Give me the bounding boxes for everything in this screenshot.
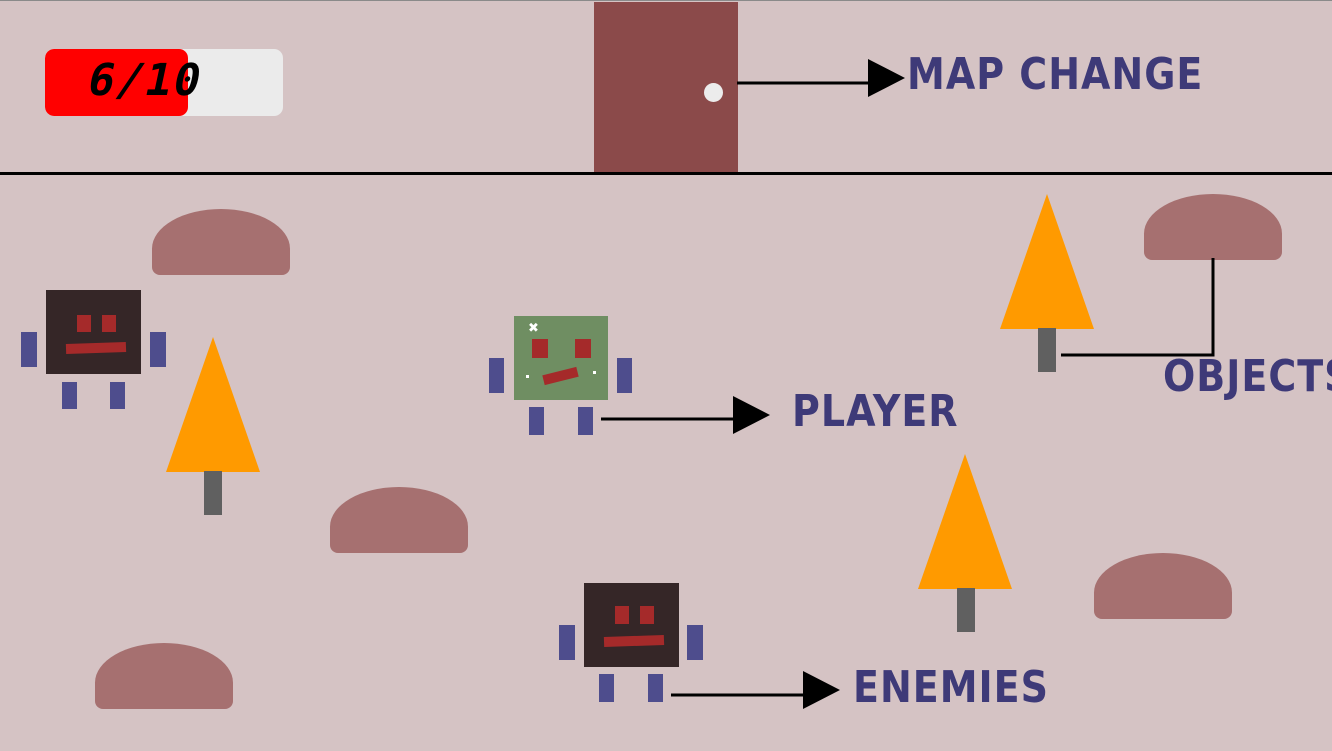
hud-divider: [0, 172, 1332, 175]
label-map-change: MAP CHANGE: [907, 48, 1204, 100]
player-arm: [489, 358, 504, 393]
door-knob: [704, 83, 723, 102]
enemy-leg: [648, 674, 663, 702]
enemy-eye: [77, 315, 91, 332]
sparkle-dot: [593, 371, 596, 374]
enemy-arm: [150, 332, 166, 367]
tree-trunk: [1038, 328, 1056, 372]
enemy-arm: [559, 625, 575, 660]
tree: [1000, 194, 1094, 329]
label-enemies: ENEMIES: [853, 661, 1049, 713]
label-player: PLAYER: [792, 385, 959, 437]
enemy-eye: [102, 315, 116, 332]
rock: [1144, 194, 1282, 260]
enemy-body: [46, 290, 141, 374]
tree: [918, 454, 1012, 589]
enemy-leg: [62, 382, 77, 409]
rock: [330, 487, 468, 553]
enemy: [21, 290, 166, 410]
tree: [166, 337, 260, 472]
enemy: [559, 583, 704, 703]
tree-trunk: [204, 471, 222, 515]
player-eye: [532, 339, 548, 358]
rock: [1094, 553, 1232, 619]
player: ✖: [489, 316, 634, 436]
rock: [152, 209, 290, 275]
enemy-body: [584, 583, 679, 667]
health-bar-fill: [45, 49, 188, 116]
rock: [95, 643, 233, 709]
player-leg: [529, 407, 544, 435]
sparkle-dot: [526, 375, 529, 378]
enemy-arm: [687, 625, 703, 660]
enemy-eye: [640, 606, 654, 624]
player-eye: [575, 339, 591, 358]
label-objects: OBJECTS: [1163, 350, 1332, 402]
player-leg: [578, 407, 593, 435]
sparkle-icon: ✖: [528, 321, 539, 336]
top-border: [0, 0, 1332, 1]
player-body: ✖: [514, 316, 608, 400]
enemy-leg: [599, 674, 614, 702]
enemy-leg: [110, 382, 125, 409]
enemy-eye: [615, 606, 629, 624]
player-arm: [617, 358, 632, 393]
enemy-arm: [21, 332, 37, 367]
tree-trunk: [957, 588, 975, 632]
health-bar: [45, 49, 283, 116]
